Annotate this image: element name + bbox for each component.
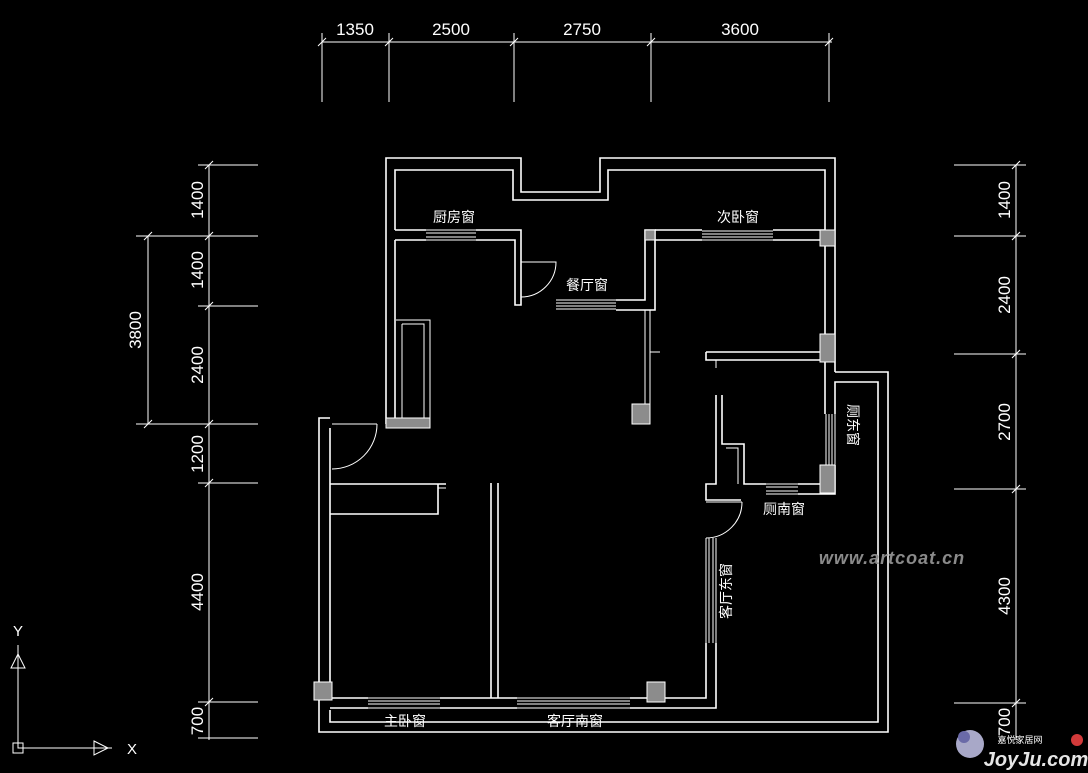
watermark-text: www.artcoat.cn: [819, 548, 965, 568]
room-labels: 厨房窗 餐厅窗 次卧窗 厕东窗 厕南窗 客厅东窗 主卧窗 客厅南窗: [384, 209, 861, 730]
label-dining-window: 餐厅窗: [566, 277, 608, 294]
top-dimension-chain: 1350 2500 2750 3600: [317, 20, 834, 102]
logo-big-text: JoyJu.com: [984, 749, 1088, 771]
dim-left-outer: 3800: [126, 311, 145, 349]
axis-x-label: X: [127, 741, 137, 758]
dim-right-2: 2400: [995, 276, 1014, 314]
walls: [318, 157, 889, 733]
left-dimension-chain: 1400 1400 2400 1200 4400 700: [188, 160, 258, 740]
dim-left-5: 4400: [188, 573, 207, 611]
label-second-bedroom-window: 次卧窗: [717, 209, 759, 226]
label-master-bedroom-window: 主卧窗: [384, 713, 426, 730]
dim-right-4: 4300: [995, 577, 1014, 615]
dim-left-6: 700: [188, 707, 207, 735]
columns: [313, 229, 836, 703]
dim-right-5: 700: [995, 708, 1014, 736]
dim-top-4: 3600: [721, 20, 759, 39]
label-living-south-window: 客厅南窗: [547, 713, 603, 730]
label-living-east-window: 客厅东窗: [718, 563, 735, 619]
axis-y-label: Y: [13, 623, 23, 640]
door-swings: [331, 261, 743, 539]
dim-left-1: 1400: [188, 181, 207, 219]
label-kitchen-window: 厨房窗: [433, 209, 475, 226]
label-toilet-east-window: 厕东窗: [844, 404, 861, 446]
logo-small-text: 嘉悦家居网: [997, 734, 1042, 745]
label-toilet-south-window: 厕南窗: [763, 501, 805, 518]
site-logo: 嘉悦家居网 JoyJu.com: [956, 730, 1088, 771]
dim-left-4: 1200: [188, 435, 207, 473]
dim-right-1: 1400: [995, 181, 1014, 219]
dim-left-3: 2400: [188, 346, 207, 384]
dim-right-3: 2700: [995, 403, 1014, 441]
dim-top-1: 1350: [336, 20, 374, 39]
ucs-axis-icon: Y X: [10, 623, 137, 758]
dim-top-3: 2750: [563, 20, 601, 39]
dim-left-2: 1400: [188, 251, 207, 289]
dim-top-2: 2500: [432, 20, 470, 39]
right-dimension-chain: 1400 2400 2700 4300 700: [954, 160, 1026, 740]
